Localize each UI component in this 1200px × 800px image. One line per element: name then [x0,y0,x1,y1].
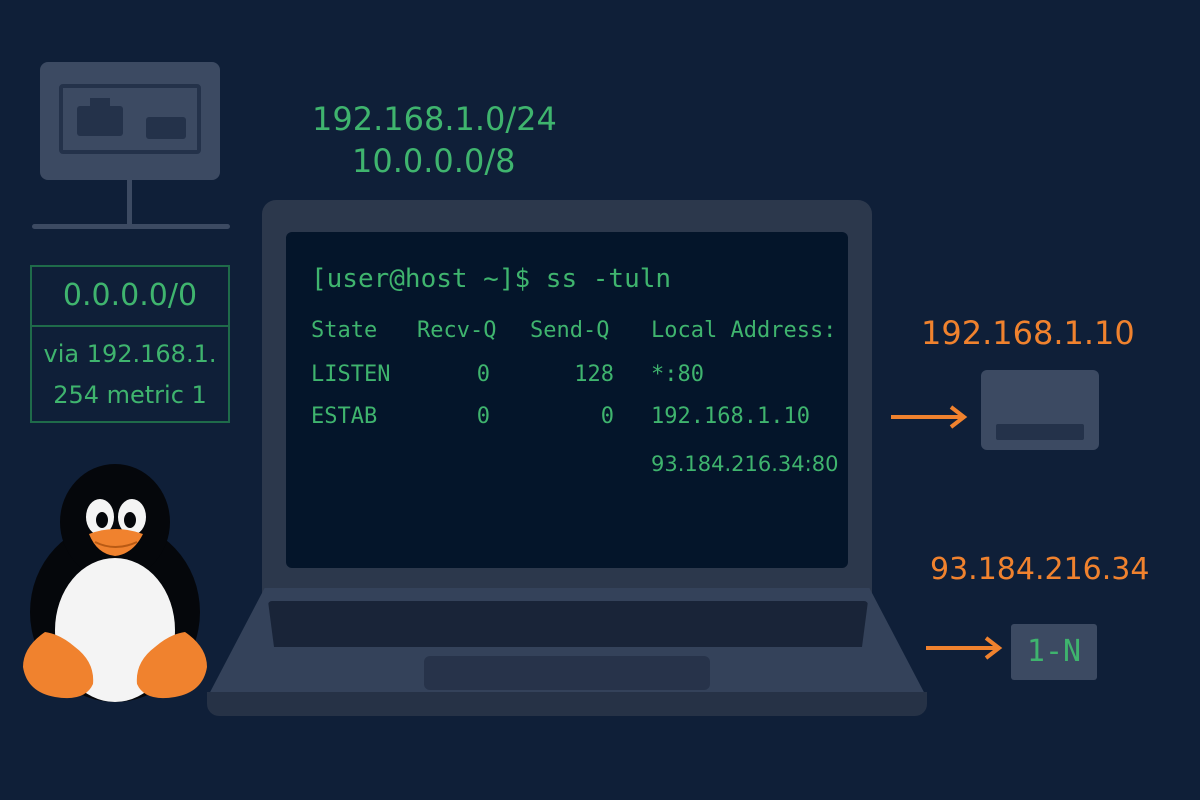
subnet-label: 192.168.1.0/24 [312,100,557,138]
terminal-screen [286,232,848,568]
socket-peer-address: 93.184.216.34:80 [651,452,839,476]
remote-host-label: 1-N [1026,634,1082,669]
column-header-state: State [311,318,378,343]
column-header-recv-q: Recv-Q [417,318,497,343]
socket-local-address: *:80 [651,362,704,387]
remote-host-box [1011,624,1097,680]
router-port-tab [90,98,110,108]
tux-penguin-icon [23,464,207,702]
socket-send-q: 128 [574,362,614,387]
laptop-trackpad [424,656,710,690]
terminal-prompt: [user@host ~]$ ss -tuln [311,264,672,294]
router-base [32,224,230,229]
socket-recv-q: 0 [476,404,490,429]
remote-host-ip: 93.184.216.34 [930,552,1150,587]
socket-state: LISTEN [311,362,391,387]
socket-state: ESTAB [311,404,378,429]
socket-send-q: 0 [600,404,614,429]
router-port [77,106,123,136]
arrow-right-icon [891,405,968,429]
laptop-keyboard [268,601,868,647]
route-table [30,265,230,423]
column-header-local-address: Local Address: [651,318,837,343]
server-slot [996,424,1084,440]
router-body [40,62,220,180]
arrow-right-icon [926,636,1003,660]
router-port [146,117,186,139]
column-header-send-q: Send-Q [530,318,610,343]
socket-local-address: 192.168.1.10 [651,404,810,429]
route-destination: 0.0.0.0/0 [62,278,198,313]
route-gateway-line: 254 metric 1 [53,381,207,409]
router-panel [59,84,201,154]
socket-recv-q: 0 [476,362,490,387]
local-host-ip: 192.168.1.10 [921,314,1135,352]
router-stand [127,180,132,226]
route-gateway-line: via 192.168.1. [43,340,217,368]
laptop-base-edge [207,692,927,716]
subnet-label: 10.0.0.0/8 [352,142,516,180]
route-table-divider [30,325,230,327]
